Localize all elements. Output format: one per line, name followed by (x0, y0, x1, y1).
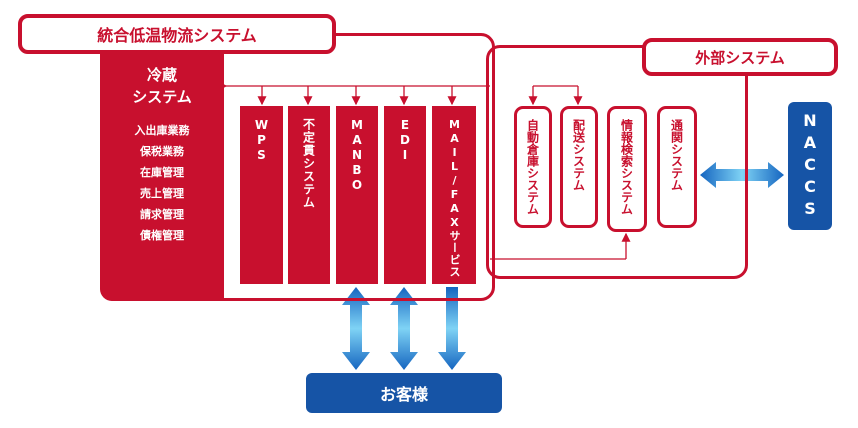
menu-item: 売上管理 (140, 187, 184, 200)
module-delivery: 配送システム (560, 106, 598, 228)
menu-item: 入出庫業務 (134, 124, 190, 137)
module-indefinite-weight: 不定貫システム (288, 106, 330, 284)
menu-item: 請求管理 (140, 208, 184, 221)
naccs-box: NACCS (788, 102, 832, 230)
integrated-system-title: 統合低温物流システム (18, 14, 336, 54)
external-system-frame (486, 45, 748, 279)
module-manbo: MANBO (336, 106, 378, 284)
menu-item: 債権管理 (140, 229, 184, 242)
module-mail-fax: MAIL/FAXサービス (432, 106, 476, 284)
menu-item: 在庫管理 (140, 166, 184, 179)
module-information-search: 情報検索システム (607, 106, 647, 232)
internal-connector (218, 81, 490, 106)
customer-double-arrow-1 (342, 287, 370, 370)
external-system-title: 外部システム (642, 38, 838, 76)
external-connector (490, 85, 631, 260)
main-system-panel: 冷蔵 システム 入出庫業務 保税業務 在庫管理 売上管理 請求管理 債権管理 (100, 54, 224, 301)
customer-down-arrow (438, 287, 466, 370)
customer-box: お客様 (306, 373, 502, 413)
module-wps: WPS (240, 106, 283, 284)
naccs-double-arrow (700, 162, 784, 188)
menu-item: 保税業務 (140, 145, 184, 158)
module-automated-warehouse: 自動倉庫システム (514, 106, 552, 228)
main-system-title: 冷蔵 システム (132, 66, 192, 106)
module-edi: EDI (384, 106, 426, 284)
customer-double-arrow-2 (390, 287, 418, 370)
module-customs: 通関システム (657, 106, 697, 228)
main-system-items: 入出庫業務 保税業務 在庫管理 売上管理 請求管理 債権管理 (100, 120, 224, 246)
